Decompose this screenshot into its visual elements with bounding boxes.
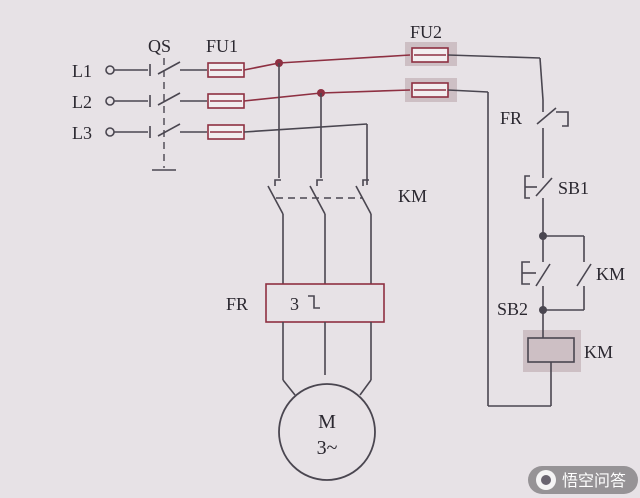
terminal-l3	[105, 127, 148, 137]
label-l3: L3	[72, 123, 92, 143]
fu2-fuses	[411, 47, 449, 98]
label-fu1: FU1	[206, 36, 238, 56]
label-l1: L1	[72, 61, 92, 81]
label-sb2: SB2	[497, 299, 528, 319]
label-motor-name: M	[318, 411, 336, 433]
label-sb1: SB1	[558, 178, 589, 198]
terminal-l1	[105, 65, 148, 75]
label-motor-phases: 3~	[317, 437, 338, 459]
control-circuit	[447, 54, 592, 407]
fu1-fuses	[207, 62, 245, 140]
label-km-coil: KM	[584, 342, 613, 362]
fr-thermal-relay	[265, 283, 385, 396]
terminal-l2	[105, 96, 148, 106]
qs-isolator-switch	[149, 58, 207, 171]
km-main-contacts	[267, 63, 372, 284]
label-km-main: KM	[398, 186, 427, 206]
watermark-text: 悟空问答	[562, 471, 626, 490]
label-fr-contact: FR	[500, 108, 522, 128]
label-fu2: FU2	[410, 22, 442, 42]
power-bus	[243, 54, 411, 185]
label-l2: L2	[72, 92, 92, 112]
label-fr-relay: FR	[226, 294, 248, 314]
motor-circle	[278, 383, 376, 481]
watermark: 悟空问答	[528, 466, 638, 494]
label-km-aux: KM	[596, 264, 625, 284]
label-qs: QS	[148, 36, 171, 56]
km-coil-highlight	[523, 330, 581, 372]
label-fr-element-count: 3	[290, 294, 299, 314]
